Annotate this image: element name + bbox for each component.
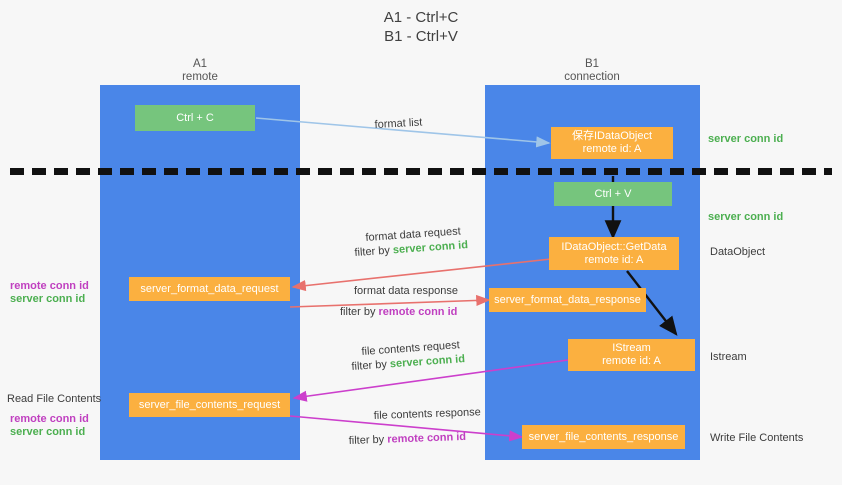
- annotation-server-conn-id-top: server conn id: [708, 133, 784, 145]
- box-ctrl-c[interactable]: Ctrl + C: [135, 105, 255, 131]
- annotation-server-conn-id-second: server conn id: [708, 211, 784, 223]
- annotation-istream: Istream: [710, 351, 747, 363]
- box-server-format-data-request-label: server_format_data_request: [140, 282, 279, 295]
- filter-prefix: filter by: [351, 358, 391, 374]
- annotation-read-file-contents: Read File Contents: [7, 393, 102, 405]
- annotation-server-conn-id-bottom: server conn id: [10, 426, 86, 438]
- box-istream[interactable]: IStream remote id: A: [568, 339, 695, 371]
- title-line-1: A1 - Ctrl+C: [383, 9, 459, 26]
- box-idataobject-getdata[interactable]: IDataObject::GetData remote id: A: [549, 237, 679, 270]
- label-file-contents-response: file contents response: [373, 406, 481, 423]
- annotation-remote-conn-id-mid: remote conn id: [10, 280, 89, 292]
- box-save-idataobject[interactable]: 保存IDataObject remote id: A: [551, 127, 673, 159]
- annotation-remote-conn-id-bottom: remote conn id: [10, 413, 89, 425]
- box-server-file-contents-request[interactable]: server_file_contents_request: [129, 393, 290, 417]
- box-ctrl-v-line1: Ctrl + V: [594, 187, 632, 200]
- label-format-data-response: format data response: [354, 285, 458, 297]
- column-header-b1: B1 connection: [512, 58, 672, 84]
- filter-prefix: filter by: [354, 244, 394, 260]
- phase-divider: [10, 168, 832, 175]
- filter-key-server-conn-id: server conn id: [392, 239, 469, 257]
- box-istream-line2: remote id: A: [602, 355, 661, 367]
- box-save-idataobject-line2: remote id: A: [582, 143, 642, 155]
- box-getdata-line1: IDataObject::GetData: [561, 240, 667, 253]
- box-save-idataobject-line1: 保存IDataObject: [571, 130, 653, 142]
- column-a1-name: A1: [192, 58, 208, 70]
- box-server-file-contents-response-label: server_file_contents_response: [528, 430, 679, 443]
- box-server-format-data-response-label: server_format_data_response: [494, 293, 641, 306]
- box-istream-line1: IStream: [612, 342, 651, 354]
- filter-key-remote-conn-id: remote conn id: [387, 430, 467, 446]
- filter-prefix: filter by: [340, 306, 379, 318]
- column-b1-name: B1: [584, 58, 600, 70]
- label-format-data-response-filter: filter by remote conn id: [340, 305, 457, 319]
- box-ctrl-v[interactable]: Ctrl + V: [554, 182, 672, 206]
- filter-key-remote-conn-id: remote conn id: [378, 306, 458, 318]
- title-line-2: B1 - Ctrl+V: [384, 28, 458, 45]
- annotation-server-conn-id-mid: server conn id: [10, 293, 86, 305]
- column-header-a1: A1 remote: [120, 58, 280, 84]
- filter-prefix: filter by: [348, 433, 388, 448]
- column-b1-sub: connection: [564, 71, 620, 83]
- box-server-format-data-response[interactable]: server_format_data_response: [489, 288, 646, 312]
- annotation-write-file-contents: Write File Contents: [710, 432, 804, 444]
- filter-key-server-conn-id: server conn id: [389, 353, 466, 371]
- box-ctrl-c-line1: Ctrl + C: [176, 111, 214, 124]
- box-server-file-contents-response[interactable]: server_file_contents_response: [522, 425, 685, 449]
- annotation-dataobject: DataObject: [710, 246, 766, 258]
- label-file-contents-response-filter: filter by remote conn id: [349, 430, 467, 448]
- column-a1-sub: remote: [182, 71, 218, 83]
- label-format-list: format list: [374, 116, 423, 132]
- page-title: A1 - Ctrl+C B1 - Ctrl+V: [0, 8, 842, 46]
- box-getdata-line2: remote id: A: [584, 253, 644, 266]
- box-server-format-data-request[interactable]: server_format_data_request: [129, 277, 290, 301]
- box-server-file-contents-request-label: server_file_contents_request: [138, 398, 281, 411]
